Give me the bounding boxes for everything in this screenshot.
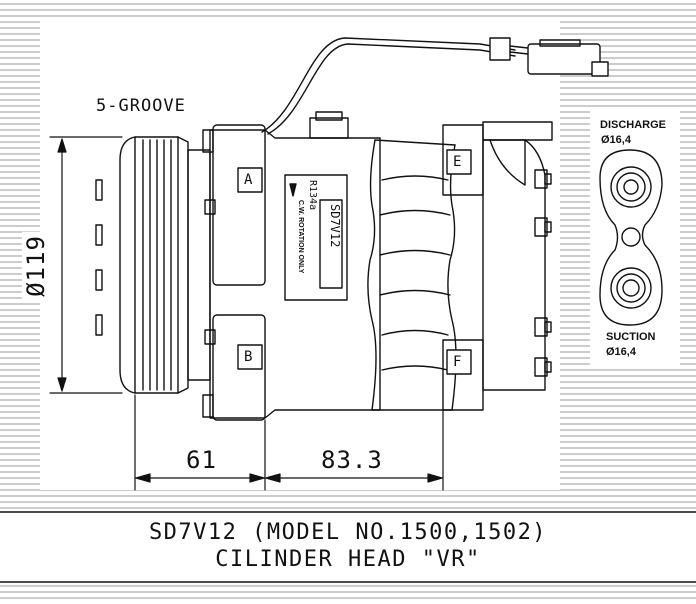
- pulley: [95, 136, 211, 394]
- nameplate-model: SD7V12: [328, 204, 342, 248]
- port-flange: [599, 149, 663, 326]
- dimension-lines: [49, 136, 444, 491]
- cylinder-body: [367, 139, 457, 411]
- title-box: [0, 512, 696, 582]
- title-line-1: SD7V12 (MODEL NO.1500,1502): [148, 520, 548, 545]
- dimension-61: 61: [183, 446, 220, 474]
- title-line-2: CILINDER HEAD "VR": [215, 547, 481, 572]
- groove-label: 5-GROOVE: [96, 96, 186, 116]
- marker-b: B: [244, 349, 253, 365]
- marker-f: F: [453, 354, 462, 370]
- discharge-size: Ø16,4: [601, 134, 631, 146]
- suction-label: SUCTION: [606, 331, 656, 343]
- diameter-dimension: Ø119: [21, 232, 50, 300]
- marker-a: A: [244, 172, 253, 188]
- discharge-label: DISCHARGE: [600, 119, 667, 131]
- nameplate-refrigerant: R134a: [307, 180, 318, 211]
- electrical-cable: [261, 37, 609, 135]
- nameplate-rotation: C.W. ROTATION ONLY: [297, 200, 304, 274]
- suction-size: Ø16,4: [606, 346, 636, 358]
- ports-knockout: [590, 110, 680, 365]
- marker-e: E: [453, 154, 462, 170]
- dimension-83-3: 83.3: [318, 446, 386, 474]
- title-box-border: [0, 511, 696, 583]
- rear-head: [442, 121, 553, 411]
